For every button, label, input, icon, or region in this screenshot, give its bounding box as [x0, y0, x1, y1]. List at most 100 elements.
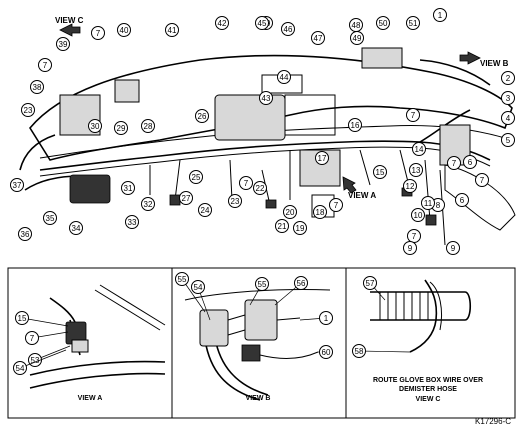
callout-7: 7 — [447, 156, 461, 170]
callout-leader — [358, 350, 411, 353]
callout-55: 55 — [175, 272, 206, 313]
callout-circle — [259, 91, 273, 105]
callout-circle — [376, 16, 390, 30]
callout-number: 17 — [318, 154, 327, 163]
callout-7: 7 — [475, 173, 489, 187]
callout-28: 28 — [141, 119, 155, 133]
view-c-label: VIEW C — [55, 16, 84, 25]
view-c-glove-box-wire — [409, 279, 438, 353]
instrument-panel-outline — [29, 54, 513, 161]
callout-leader — [21, 317, 69, 327]
callout-number: 40 — [120, 26, 129, 35]
callout-32: 32 — [141, 197, 155, 211]
callout-3: 3 — [501, 91, 515, 105]
callout-number: 45 — [258, 19, 267, 28]
view-c-caption-line2: DEMISTER HOSE — [399, 386, 457, 393]
callout-number: 19 — [296, 224, 305, 233]
callout-number: 49 — [353, 34, 362, 43]
callout-circle — [141, 119, 155, 133]
callout-number: 56 — [297, 279, 306, 288]
upper-center-connectors — [361, 47, 403, 69]
callout-54: 54 — [13, 349, 67, 375]
view-c-hose-ribs — [379, 292, 429, 320]
callout-7: 7 — [329, 198, 343, 212]
callout-number: 43 — [262, 94, 271, 103]
callout-circle — [501, 71, 515, 85]
callout-number: 48 — [352, 21, 361, 30]
callout-number: 55 — [178, 275, 187, 284]
callout-6: 6 — [463, 155, 477, 169]
callout-42: 42 — [215, 16, 229, 30]
callout-57: 57 — [363, 276, 386, 301]
view-b-module-left — [199, 309, 229, 347]
view-c-demister-hose — [370, 291, 472, 321]
callout-number: 6 — [460, 196, 465, 205]
callout-55: 55 — [249, 277, 269, 306]
callout-circle — [350, 31, 364, 45]
callout-number: 30 — [91, 122, 100, 131]
callout-circle — [175, 272, 189, 286]
callout-number: 24 — [201, 206, 210, 215]
callout-number: 47 — [314, 34, 323, 43]
callout-number: 7 — [452, 159, 457, 168]
view-a-caption: VIEW A — [78, 395, 103, 402]
callout-24: 24 — [198, 203, 212, 217]
callout-48: 48 — [349, 18, 363, 32]
callout-number: 3 — [506, 94, 511, 103]
callout-circle — [277, 70, 291, 84]
callout-circle — [403, 179, 417, 193]
callout-circle — [43, 211, 57, 225]
callout-number: 7 — [96, 29, 101, 38]
view-b-lower-connector — [241, 344, 261, 362]
callout-51: 51 — [406, 16, 420, 30]
callout-number: 32 — [144, 200, 153, 209]
callout-7: 7 — [239, 176, 253, 190]
callout-circle — [189, 170, 203, 184]
callout-60: 60 — [318, 345, 333, 359]
callout-22: 22 — [253, 181, 267, 195]
callout-circle — [475, 173, 489, 187]
callout-circle — [13, 361, 27, 375]
callout-circle — [121, 181, 135, 195]
callout-38: 38 — [30, 80, 44, 94]
callout-14: 14 — [412, 142, 426, 156]
view-c-arrow — [59, 23, 81, 37]
callout-circle — [463, 155, 477, 169]
callout-circle — [352, 344, 366, 358]
callout-number: 53 — [31, 356, 40, 365]
callout-circle — [253, 181, 267, 195]
callout-circle — [446, 241, 460, 255]
callout-circle — [198, 203, 212, 217]
callout-circle — [215, 16, 229, 30]
callout-40: 40 — [117, 23, 131, 37]
callout-number: 38 — [33, 83, 42, 92]
callout-19: 19 — [293, 221, 307, 235]
callout-circle — [433, 8, 447, 22]
callout-number: 27 — [182, 194, 191, 203]
callout-number: 39 — [59, 40, 68, 49]
callout-35: 35 — [43, 211, 57, 225]
callout-circle — [195, 109, 209, 123]
callout-circle — [91, 26, 105, 40]
callout-circle — [319, 311, 333, 325]
center-stack-module — [284, 94, 336, 136]
callout-4: 4 — [501, 111, 515, 125]
callout-circle — [56, 37, 70, 51]
callout-circle — [412, 142, 426, 156]
callout-17: 17 — [315, 151, 329, 165]
callout-27: 27 — [179, 191, 193, 205]
callout-37: 37 — [10, 178, 24, 192]
callout-30: 30 — [88, 119, 102, 133]
callout-number: 5 — [506, 136, 511, 145]
callout-number: 10 — [414, 211, 423, 220]
callout-33: 33 — [125, 215, 139, 229]
callout-number: 34 — [72, 224, 81, 233]
callout-number: 14 — [415, 145, 424, 154]
callout-15: 15 — [15, 311, 69, 327]
harness-trunk-shadow — [39, 146, 491, 177]
callout-23: 23 — [228, 194, 242, 208]
